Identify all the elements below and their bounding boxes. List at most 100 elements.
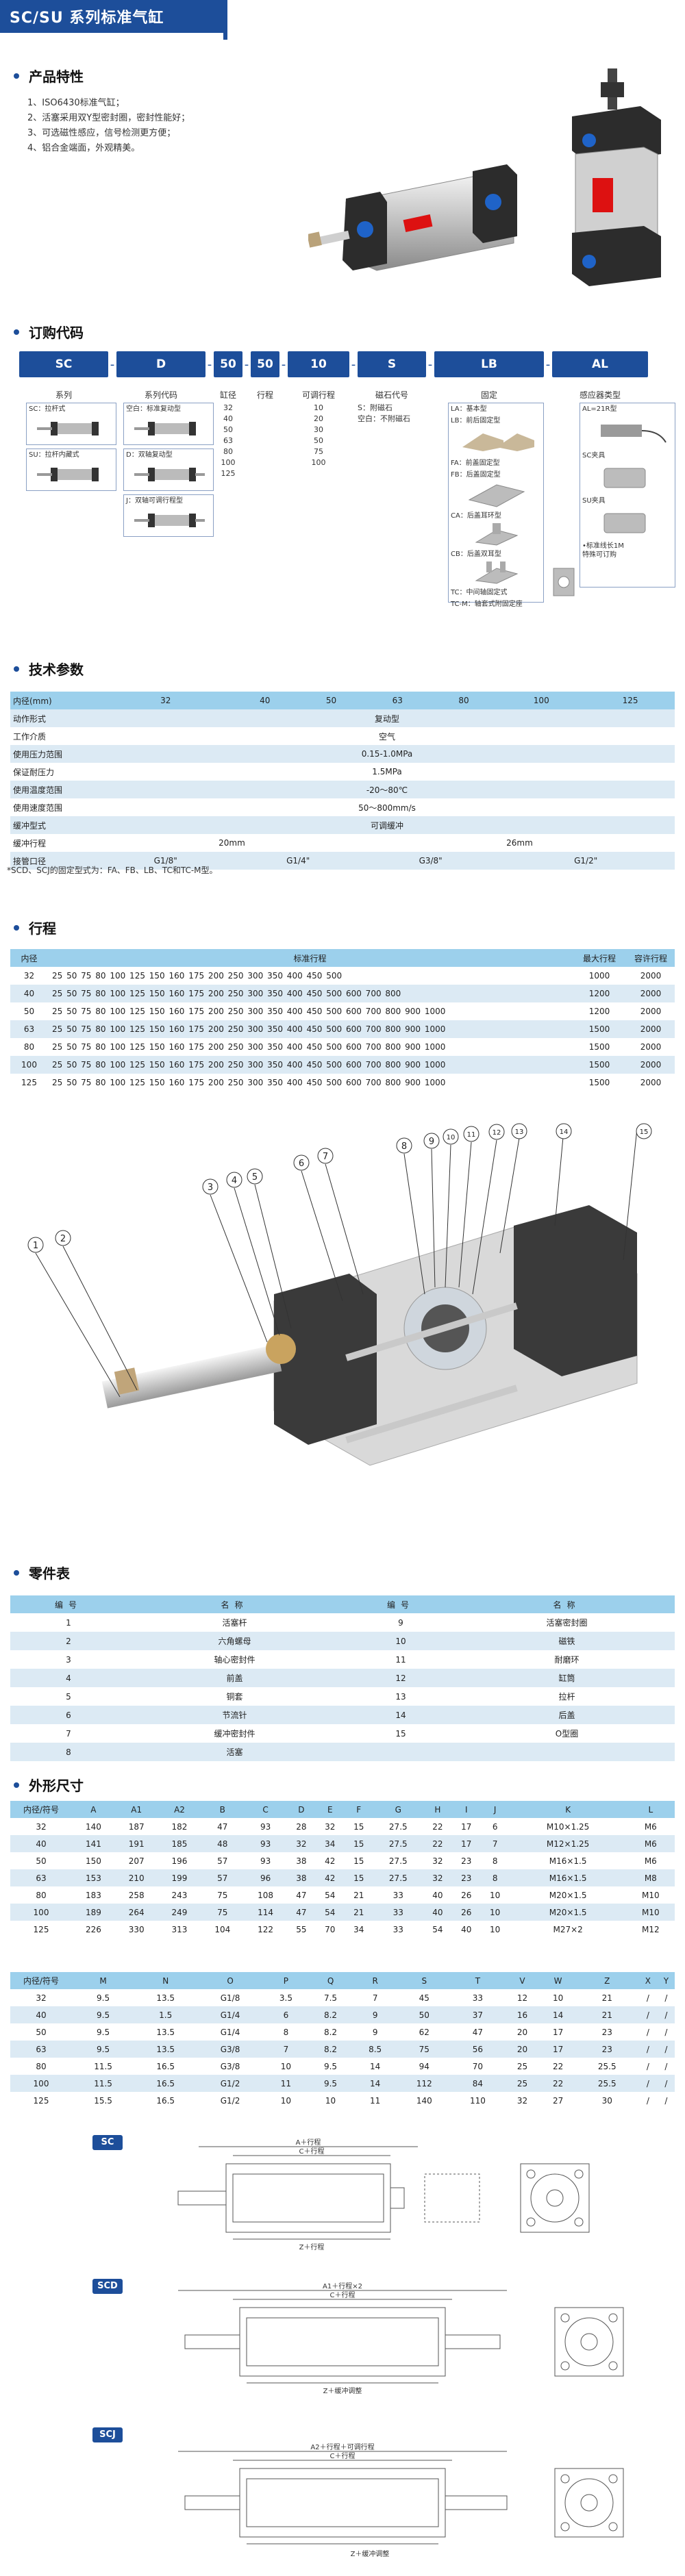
dims-cell: 33 [393, 1890, 403, 1900]
flange-icon [468, 484, 525, 507]
dims-cell: 22 [423, 1835, 452, 1852]
dims-cell: / [646, 2095, 649, 2106]
code-magnet: S [358, 351, 426, 377]
sensor-sc-clamp: SC夹具 [582, 452, 606, 459]
callout-6: 6 [293, 1154, 310, 1171]
type-option-adjustable: J：双轴可调行程型 [123, 494, 214, 537]
svg-text:14: 14 [560, 1128, 569, 1136]
dims-cell: 40 [10, 2006, 72, 2023]
bore-options: 32 40 50 63 80 100 125 [221, 403, 236, 478]
dims-cell: 10 [280, 2095, 292, 2106]
callout-9: 9 [423, 1133, 440, 1149]
dims-cell: 150 [85, 1856, 101, 1866]
dims-cell: 7.5 [323, 1993, 338, 2003]
reed-switch-icon [601, 425, 667, 443]
dims-cell: 11 [370, 2095, 381, 2106]
svg-text:9: 9 [429, 1137, 434, 1147]
dims-cell: 40 [10, 1835, 72, 1852]
dims-cell: 32 [325, 1821, 336, 1832]
dims-cell: 94 [419, 2061, 429, 2071]
dims-cell: 23 [461, 1856, 472, 1866]
label-mount: 固定 [480, 390, 497, 400]
dims-cell: G3/8 [220, 2061, 240, 2071]
dims-cell: 55 [296, 1924, 307, 1934]
drawing-tag-scj: SCJ [92, 2427, 123, 2442]
dims-cell: 114 [244, 1904, 287, 1921]
dims-cell: / [657, 2075, 675, 2092]
dims-cell: 32 [36, 1821, 47, 1832]
dims-cell: 6 [492, 1821, 498, 1832]
dims-cell: 15 [344, 1835, 373, 1852]
series-option-sc: SC：拉杆式 [26, 403, 116, 445]
callout-7: 7 [317, 1148, 334, 1164]
dims-cell: 14 [540, 2006, 576, 2023]
dims-cell: 112 [397, 2075, 451, 2092]
dims-cell: 22 [540, 2075, 576, 2092]
dims-cell: 63 [10, 1869, 72, 1886]
dims-cell: / [664, 2061, 668, 2071]
header-banner: SC/SU 系列标准气缸 [0, 0, 685, 40]
stroke-header-row: 内径 标准行程 最大行程 容许行程 [10, 949, 675, 967]
dims-cell: 9.5 [308, 2075, 353, 2092]
dims-cell: 16.5 [134, 2075, 197, 2092]
callout-5: 5 [247, 1168, 263, 1185]
clevis-icon [475, 523, 519, 546]
foot-bracket-icon [462, 433, 534, 451]
mount-cb: CB：后盖双耳型 [451, 551, 501, 558]
dims-cell: 34 [353, 1924, 364, 1934]
dims-cell: 23 [601, 2027, 612, 2037]
dims-cell: 54 [432, 1924, 443, 1934]
dims-cell: 207 [128, 1856, 145, 1866]
dims-cell: 54 [325, 1890, 336, 1900]
dims-header-cell: Z [575, 1972, 638, 1989]
dims-header-cell: I [451, 1801, 481, 1818]
dims-cell: 93 [260, 1821, 271, 1832]
mount-tc: TC：中间轴固定式 [451, 589, 508, 596]
dims-cell: 25 [504, 2075, 540, 2092]
mount-ca: CA：后盖耳环型 [451, 512, 501, 520]
callout-12: 12 [488, 1124, 505, 1140]
dims-cell: 8.2 [323, 2027, 338, 2037]
dims-cell: 6 [263, 2006, 308, 2023]
dims-cell: 249 [158, 1904, 201, 1921]
dims-cell: G1/4 [197, 2006, 264, 2023]
dims-cell: 125 [33, 1924, 49, 1934]
dims-cell: 10 [280, 2061, 292, 2071]
scd-dimension-drawing: A1＋行程×2 C＋行程 Z＋缓冲调整 [178, 2282, 624, 2395]
dims-cell: 23 [451, 1869, 481, 1886]
dims-cell: 9.5 [97, 2027, 110, 2037]
callout-8: 8 [396, 1137, 412, 1154]
dims-cell: 10 [489, 1890, 501, 1900]
label-magnet: 磁石代号 [375, 390, 408, 400]
magnet-options: S：附磁石 空白：不附磁石 [358, 403, 410, 423]
svg-text:Z＋行程: Z＋行程 [299, 2243, 325, 2251]
dims-cell: / [646, 1993, 649, 2003]
callout-14: 14 [556, 1123, 572, 1139]
dims-cell: 110 [469, 2095, 486, 2106]
callout-2: 2 [55, 1230, 71, 1246]
svg-text:10: 10 [447, 1134, 456, 1141]
svg-text:15: 15 [640, 1128, 649, 1136]
su-clamp-icon [603, 513, 646, 533]
dims-header-cell: S [397, 1972, 451, 1989]
dims-cell: 50 [36, 2027, 47, 2037]
dims-cell: M12 [642, 1924, 660, 1934]
svg-text:1: 1 [33, 1241, 38, 1251]
specs-header-cell: 40 [232, 692, 299, 709]
dims-cell: 13.5 [156, 1993, 175, 2003]
svg-text:A1＋行程×2: A1＋行程×2 [323, 2282, 362, 2290]
dims-cell: 25.5 [597, 2061, 616, 2071]
dims-cell: 13.5 [134, 2041, 197, 2058]
label-series: 系列 [55, 390, 72, 400]
type-option-double: D：双轴复动型 [123, 449, 214, 491]
series-option-su: SU：拉杆内藏式 [26, 449, 116, 491]
dims-cell: M12×1.25 [509, 1835, 627, 1852]
cylinder-upright-image [572, 68, 661, 286]
specs-header-cell: 80 [430, 692, 497, 709]
exploded-view-drawing [101, 1205, 638, 1466]
dims-header-cell: X [638, 1972, 658, 1989]
dims-cell: 13.5 [156, 2027, 175, 2037]
